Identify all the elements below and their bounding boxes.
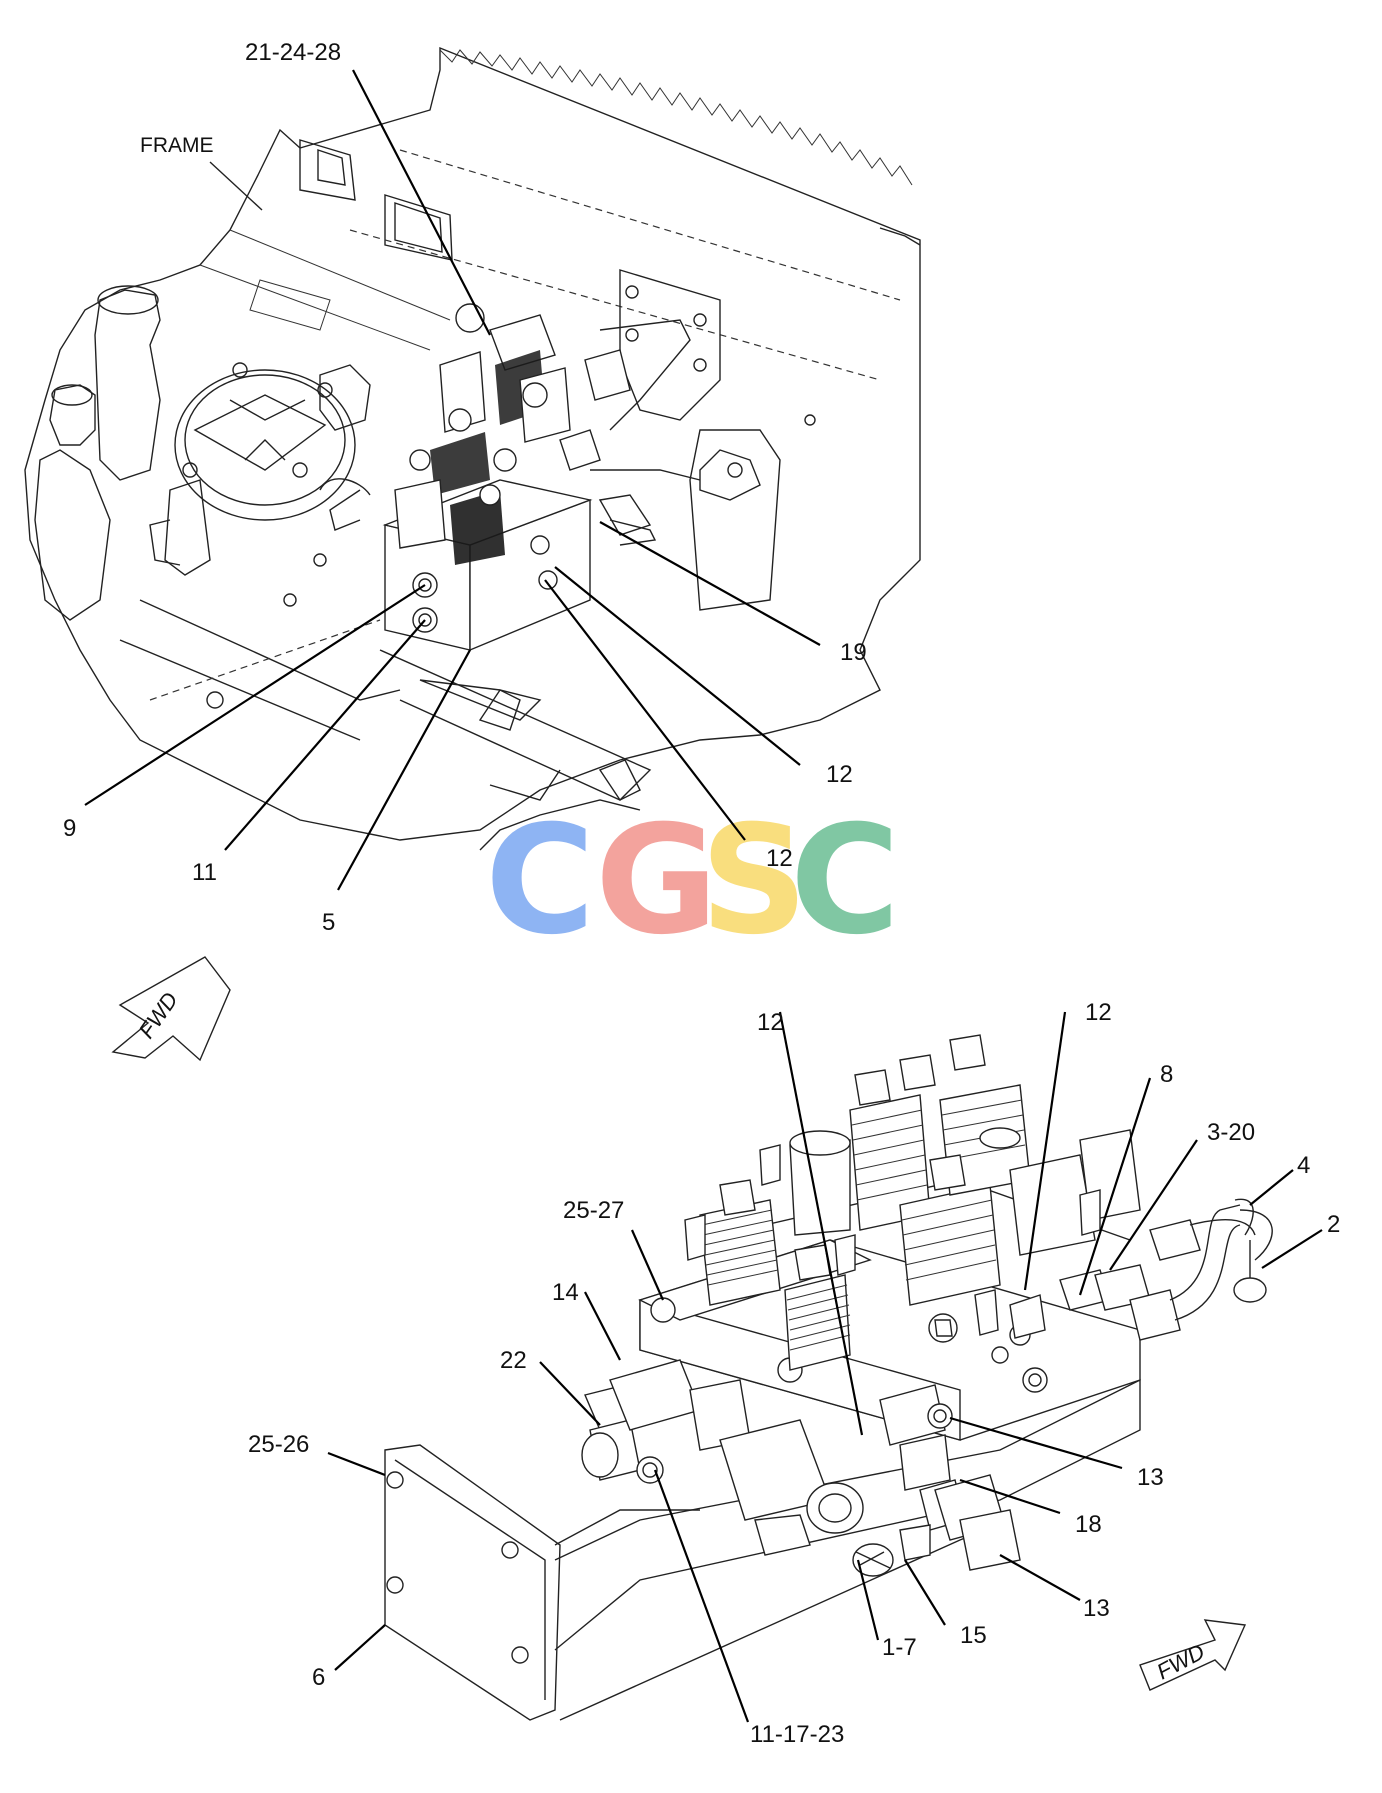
- callout-25-27: 25-27: [563, 1197, 624, 1224]
- callout-3-20: 3-20: [1207, 1119, 1255, 1146]
- callout-13-b: 13: [1083, 1595, 1110, 1622]
- solenoid-coils: [684, 1034, 1141, 1371]
- bottom-valve-assembly-view: [384, 1034, 1273, 1721]
- callout-21-24-28: 21-24-28: [245, 39, 341, 66]
- callout-4: 4: [1297, 1152, 1310, 1179]
- callout-9: 9: [63, 815, 76, 842]
- callout-15: 15: [960, 1622, 987, 1649]
- callout-14: 14: [552, 1279, 579, 1306]
- callout-22: 22: [500, 1347, 527, 1374]
- callout-11-17-23: 11-17-23: [750, 1721, 844, 1748]
- callout-19: 19: [840, 639, 867, 666]
- callout-12-top-b: 12: [766, 845, 793, 872]
- cgsc-watermark: C G S C: [485, 794, 900, 968]
- fwd-arrow-bottom: FWD: [1139, 1619, 1247, 1691]
- leader-lines-top: [84, 69, 821, 891]
- callout-12-bottom-a: 12: [757, 1009, 784, 1036]
- callout-25-26: 25-26: [248, 1431, 309, 1458]
- top-assembly-view: [24, 46, 921, 851]
- callout-11: 11: [192, 859, 217, 886]
- callouts-bottom: 12 12 8 3-20 4 2 25-27 14 22 25-26 13 18…: [248, 999, 1340, 1748]
- fwd-arrow-top: FWD: [111, 956, 231, 1062]
- callout-12-top-a: 12: [826, 761, 853, 788]
- callout-1-7: 1-7: [882, 1634, 917, 1661]
- frame-label: FRAME: [140, 134, 214, 157]
- callout-12-bottom-b: 12: [1085, 999, 1112, 1026]
- callout-13-a: 13: [1137, 1464, 1164, 1491]
- callout-2: 2: [1327, 1211, 1340, 1238]
- callout-5: 5: [322, 909, 335, 936]
- watermark-letter-c2: C: [790, 794, 900, 968]
- fwd-label-bottom: FWD: [1153, 1639, 1209, 1685]
- callout-6: 6: [312, 1664, 325, 1691]
- watermark-letter-c1: C: [485, 794, 595, 968]
- watermark-letter-g: G: [595, 794, 718, 968]
- callout-8: 8: [1160, 1061, 1173, 1088]
- watermark-letter-s: S: [700, 794, 808, 968]
- leader-lines-bottom: [327, 1011, 1323, 1723]
- callouts-top: FRAME 21-24-28 19 12 12 9 11 5: [63, 39, 867, 936]
- callout-18: 18: [1075, 1511, 1102, 1538]
